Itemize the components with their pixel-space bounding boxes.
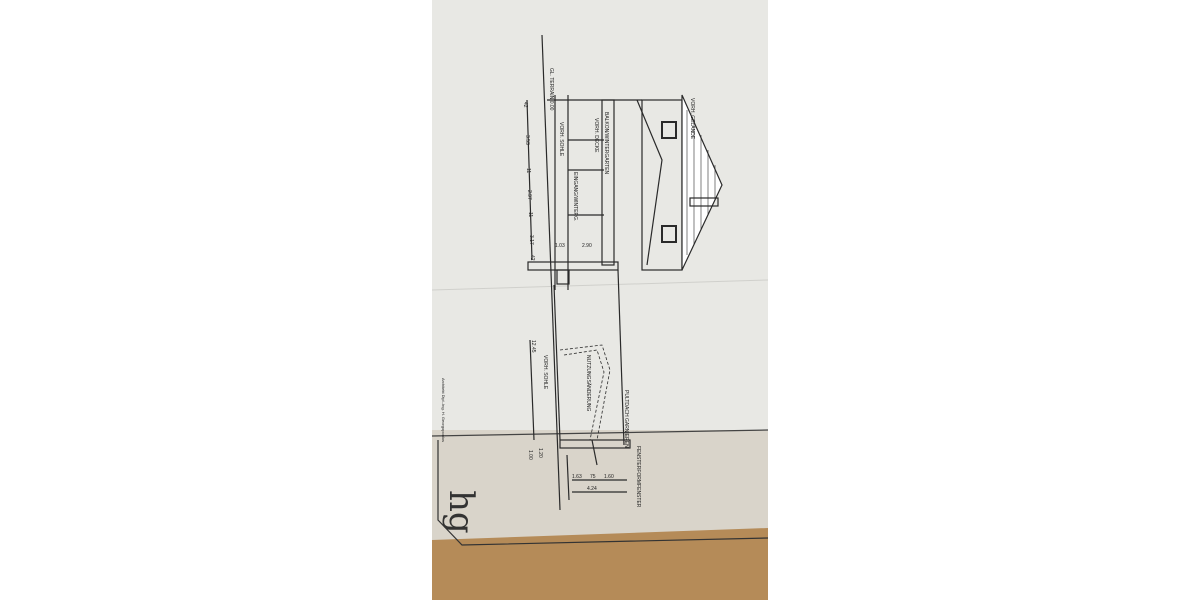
- dim: 2.97: [526, 190, 532, 200]
- label-nutzung: NUTZUNGSÄNDERUNG: [585, 355, 592, 412]
- wooden-floor: [432, 528, 768, 600]
- dim: 4.24: [587, 486, 597, 492]
- dim: 12.45: [530, 340, 536, 353]
- dim: 3.17: [528, 235, 534, 245]
- architect-stamp: Architekt Dipl.-Ing. H. Georgopoulos: [441, 378, 446, 442]
- dimension-labels: 42 3.53 11 2.97 11 3.17 42 1.03 2.90 12.…: [522, 102, 614, 492]
- label-gelaende: VORH. GELÄNDE: [689, 98, 696, 140]
- label-pultdach: PULTDACH GARNIEREN: [623, 390, 629, 448]
- label-sohle: VORH. SOHLE: [558, 122, 564, 157]
- section-drawing: [526, 34, 723, 511]
- label-eingang: EINGANG/WINTERG.: [572, 172, 578, 221]
- dim: 42: [529, 255, 535, 261]
- label-fenster: FENSTERFORMFENSTER: [635, 446, 641, 508]
- label-sohle-2: VORH. SOHLE: [542, 355, 548, 390]
- dim: 1.20: [537, 448, 543, 458]
- handwritten-note: hg: [441, 490, 481, 534]
- dim: 2.90: [582, 243, 592, 249]
- dim: 1.00: [527, 450, 533, 460]
- dim: 42: [522, 102, 528, 108]
- photo-of-architectural-section-drawing: GL. TERRAIN 0.00 VORH. SOHLE VORH. DECKE…: [431, 0, 769, 600]
- label-decke: VORH. DECKE: [593, 118, 599, 153]
- dim: 75: [590, 474, 596, 480]
- dim: 1.60: [604, 474, 614, 480]
- label-terrain-top: GL. TERRAIN 0.00: [548, 68, 554, 111]
- dim: 11: [527, 212, 533, 217]
- dim: 1.63: [572, 474, 582, 480]
- dim: 1.03: [555, 243, 565, 249]
- label-balkon: BALKON/WINTERGARTEN: [603, 112, 609, 175]
- dim: 3.53: [524, 135, 530, 145]
- dim: 11: [525, 168, 531, 173]
- drawing-frame: [437, 440, 769, 546]
